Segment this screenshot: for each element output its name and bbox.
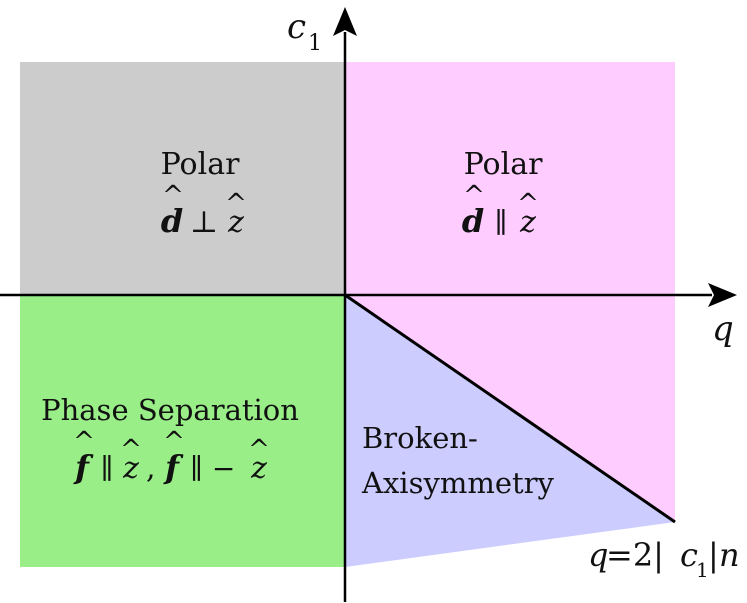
- polar-left-relation: ⊥: [190, 205, 218, 240]
- boundary-line: [344, 293, 676, 524]
- broken-axisymmetry-line-2: Axisymmetry: [361, 466, 555, 500]
- phase-relation-2: ∥ −: [190, 452, 235, 485]
- boundary-label-q: q: [588, 536, 608, 574]
- boundary-label-c-subscript: 1: [696, 558, 709, 582]
- polar-right-d: d: [462, 202, 484, 240]
- horizontal-axis-label: q: [712, 309, 734, 349]
- region-phase-separation: [20, 295, 345, 567]
- polar-right-relation: ∥: [495, 206, 508, 239]
- phase-comma: ,: [146, 451, 156, 486]
- phase-z2: z: [250, 451, 267, 486]
- boundary-label-bar: |: [708, 536, 719, 574]
- phase-z1-hat: ^: [120, 435, 142, 465]
- polar-right-z-hat: ^: [517, 189, 539, 219]
- polar-left-title: Polar: [161, 147, 241, 182]
- region-polar-positive-q: [345, 62, 675, 295]
- phase-f2-hat: ^: [163, 427, 185, 457]
- phase-relation-1: ∥: [101, 452, 114, 485]
- boundary-label-eq: =2|: [606, 536, 664, 574]
- vertical-axis-label-subscript: 1: [308, 31, 322, 56]
- polar-left-d: d: [161, 202, 183, 240]
- phase-f2: f: [163, 448, 184, 486]
- broken-axisymmetry-line-1: Broken-: [362, 421, 478, 455]
- polar-right-title: Polar: [464, 147, 544, 182]
- boundary-label-c: c: [680, 536, 698, 574]
- vertical-axis-arrow-icon: [333, 7, 357, 36]
- polar-right-z: z: [519, 205, 536, 240]
- phase-f1: f: [73, 448, 94, 486]
- phase-z1: z: [122, 451, 139, 486]
- horizontal-axis-arrow-icon: [708, 283, 737, 307]
- polar-left-z: z: [227, 205, 244, 240]
- polar-right-d-hat: ^: [463, 181, 485, 211]
- vertical-axis-label: c: [287, 7, 306, 47]
- phase-z2-hat: ^: [248, 435, 270, 465]
- polar-left-z-hat: ^: [225, 189, 247, 219]
- phase-f1-hat: ^: [73, 427, 95, 457]
- phase-separation-title: Phase Separation: [41, 393, 299, 427]
- region-broken-axisymmetry: [345, 295, 675, 567]
- region-polar-negative-q: [20, 62, 345, 295]
- boundary-label-n: n: [719, 536, 740, 574]
- polar-left-d-hat: ^: [162, 181, 184, 211]
